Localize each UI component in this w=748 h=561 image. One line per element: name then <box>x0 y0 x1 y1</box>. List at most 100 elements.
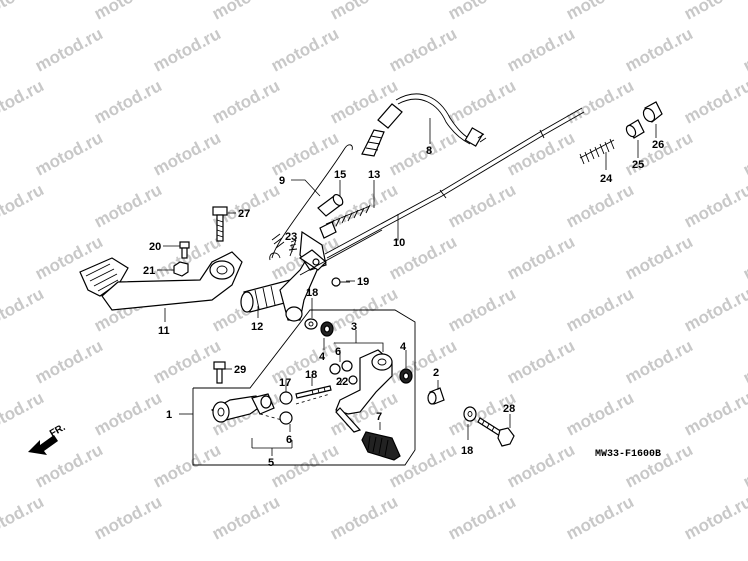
watermark-text: motod.ru <box>740 24 748 75</box>
sleeve <box>317 193 344 217</box>
watermark-text: motod.ru <box>504 440 578 491</box>
callout-6-bottom: 6 <box>286 434 292 446</box>
adjusting-nut <box>642 101 663 123</box>
callout-8: 8 <box>426 145 432 157</box>
callout-25: 25 <box>632 159 644 171</box>
brake-pedal <box>79 251 243 311</box>
bushing-right <box>399 368 413 384</box>
watermark-text: motod.ru <box>681 388 748 439</box>
watermark-text: motod.ru <box>91 0 165 24</box>
callout-26: 26 <box>652 139 664 151</box>
watermark-text: motod.ru <box>32 336 106 387</box>
watermark-text: motod.ru <box>622 440 696 491</box>
callout-3: 3 <box>351 321 357 333</box>
shift-pedal <box>335 349 401 461</box>
watermark-text: motod.ru <box>386 24 460 75</box>
washer <box>304 318 318 330</box>
watermark-text: motod.ru <box>268 24 342 75</box>
callout-7: 7 <box>376 411 382 423</box>
rod-end <box>279 411 293 425</box>
watermark-text: motod.ru <box>563 388 637 439</box>
callout-28: 28 <box>503 403 515 415</box>
callout-1: 1 <box>166 409 172 421</box>
watermark-text: motod.ru <box>327 0 401 24</box>
washer-right <box>463 406 477 422</box>
rod-end-pair <box>329 360 358 385</box>
callout-12: 12 <box>251 321 263 333</box>
callout-9: 9 <box>279 175 285 187</box>
spring-small <box>288 239 298 257</box>
tie-rod <box>295 385 332 399</box>
callout-19: 19 <box>357 276 369 288</box>
watermark-text: motod.ru <box>445 76 519 127</box>
collar <box>625 119 645 139</box>
watermark-text: motod.ru <box>563 76 637 127</box>
spring <box>579 138 615 165</box>
bolt-19 <box>331 277 350 287</box>
watermark-text: motod.ru <box>91 76 165 127</box>
watermark-text: motod.ru <box>32 24 106 75</box>
watermark-text: motod.ru <box>681 0 748 24</box>
callout-18-top: 18 <box>306 287 318 299</box>
watermark-text: motod.ru <box>563 492 637 543</box>
watermark-text: motod.ru <box>0 492 47 543</box>
watermark-text: motod.ru <box>445 0 519 24</box>
watermark-text: motod.ru <box>740 128 748 179</box>
watermark-text: motod.ru <box>740 336 748 387</box>
diagram-code: MW33-F1600B <box>595 449 661 460</box>
callout-labels: 8 9 15 13 10 27 20 21 23 19 11 12 18 24 … <box>143 139 664 469</box>
callout-18-right: 18 <box>461 445 473 457</box>
watermark-text: motod.ru <box>563 180 637 231</box>
watermark-text: motod.ru <box>445 492 519 543</box>
watermark-text: motod.ru <box>681 76 748 127</box>
callout-13: 13 <box>368 169 380 181</box>
callout-11: 11 <box>158 325 170 337</box>
callout-24: 24 <box>600 173 613 185</box>
watermark-text: motod.ru <box>504 24 578 75</box>
bolt <box>212 206 228 242</box>
callout-20: 20 <box>149 241 161 253</box>
watermark-text: motod.ru <box>0 284 47 335</box>
watermark-text: motod.ru <box>0 76 47 127</box>
brake-light-switch <box>361 93 487 157</box>
bolt-29 <box>213 361 226 384</box>
callout-5: 5 <box>268 457 274 469</box>
return-spring-rod <box>269 144 353 261</box>
return-spring <box>319 204 371 239</box>
callout-22: 22 <box>336 376 348 388</box>
watermark-text: motod.ru <box>150 24 224 75</box>
watermark-text: motod.ru <box>740 232 748 283</box>
watermark-text: motod.ru <box>504 128 578 179</box>
shift-arm-assembly <box>210 393 275 423</box>
front-direction-arrow: FR. <box>28 422 68 455</box>
watermark-text: motod.ru <box>91 492 165 543</box>
watermark-text: motod.ru <box>209 0 283 24</box>
watermark-text: motod.ru <box>386 128 460 179</box>
watermark-text: motod.ru <box>0 388 47 439</box>
watermark-text: motod.ru <box>504 336 578 387</box>
watermark-text: motod.ru <box>622 336 696 387</box>
watermark-text: motod.ru <box>740 440 748 491</box>
watermark-text: motod.ru <box>563 284 637 335</box>
watermark-text: motod.ru <box>622 232 696 283</box>
watermark-text: motod.ru <box>681 492 748 543</box>
callout-2: 2 <box>433 367 439 379</box>
callout-29: 29 <box>234 364 246 376</box>
watermark-text: motod.ru <box>386 440 460 491</box>
watermark-text: motod.ru <box>91 388 165 439</box>
callout-10: 10 <box>393 237 405 249</box>
bushing <box>320 321 334 337</box>
watermark-text: motod.ru <box>268 128 342 179</box>
direction-label: FR. <box>48 422 68 440</box>
watermark-text: motod.ru <box>681 180 748 231</box>
watermark-text: motod.ru <box>91 180 165 231</box>
watermark-text: motod.ru <box>445 284 519 335</box>
bolt-small <box>179 241 190 259</box>
callout-27: 27 <box>238 208 250 220</box>
callout-18-mid: 18 <box>305 369 317 381</box>
watermark-text: motod.ru <box>327 492 401 543</box>
callout-6-top: 6 <box>335 346 341 358</box>
leader-lines <box>157 118 657 456</box>
watermark-text: motod.ru <box>150 128 224 179</box>
brake-cable <box>298 107 585 276</box>
